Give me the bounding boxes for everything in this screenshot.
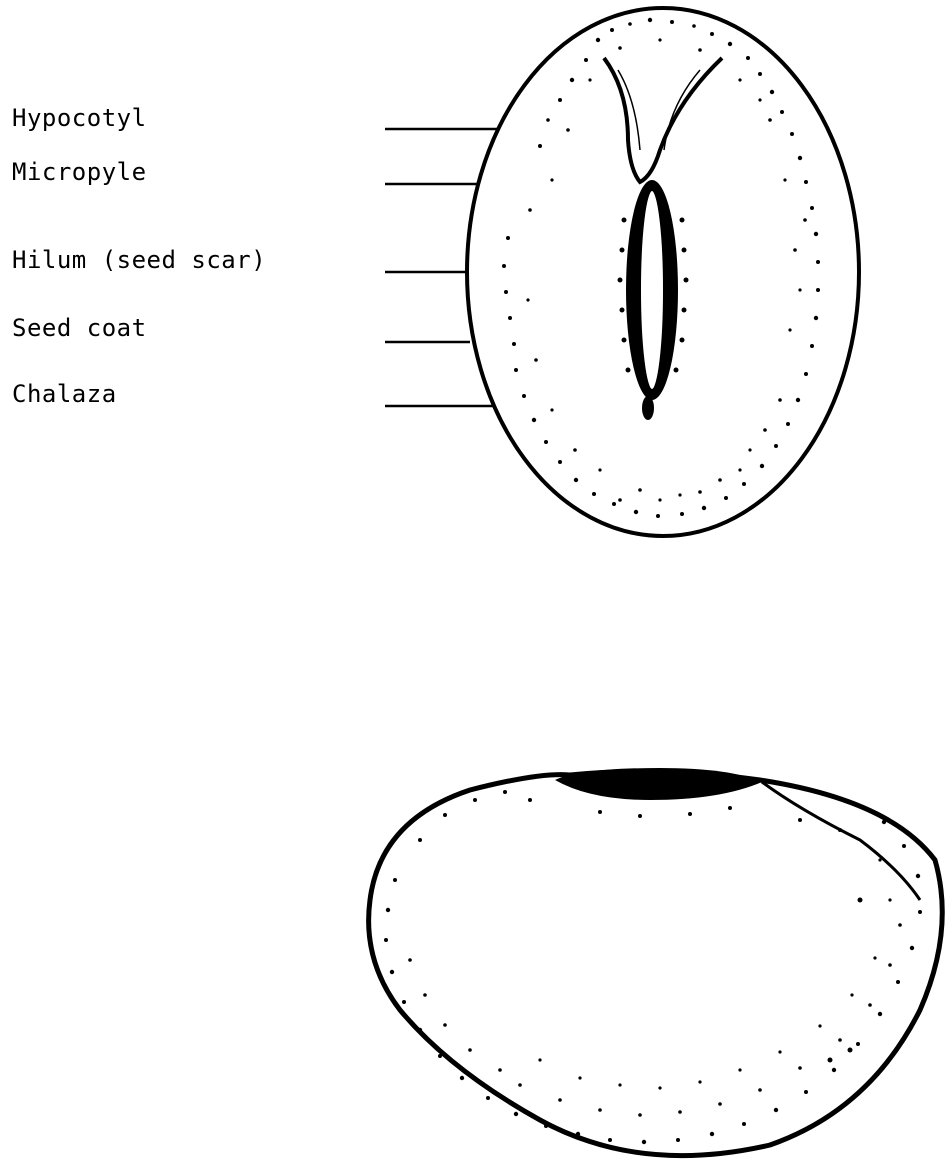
seed-side-view (369, 768, 943, 1156)
hilum-slit (640, 190, 664, 390)
seed-face-view (467, 8, 859, 536)
seed-side-outline (369, 771, 943, 1155)
chalaza-mark (642, 396, 654, 420)
